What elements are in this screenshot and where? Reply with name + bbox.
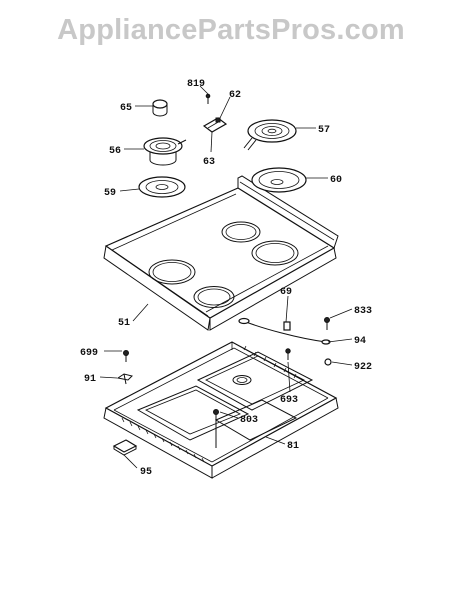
burner-box (103, 341, 339, 479)
hardware-parts (112, 317, 332, 456)
callout-59: 59 (104, 188, 116, 199)
watermark-text: AppliancePartsPros.com (57, 14, 405, 46)
callout-833: 833 (354, 306, 372, 317)
callout-94: 94 (354, 336, 366, 347)
callout-57: 57 (318, 125, 330, 136)
callout-819: 819 (187, 79, 205, 90)
leader-lines (99, 85, 353, 469)
callout-51: 51 (118, 318, 130, 329)
callout-803: 803 (240, 415, 258, 426)
callout-91: 91 (84, 374, 96, 385)
callout-labels: 819 65 62 56 63 57 59 60 69 833 51 94 69… (80, 79, 372, 478)
callout-62: 62 (229, 90, 241, 101)
right-burner-assembly (243, 119, 307, 193)
callout-69: 69 (280, 287, 292, 298)
left-burner-assembly (138, 99, 187, 198)
callout-922: 922 (354, 362, 372, 373)
callout-56: 56 (109, 146, 121, 157)
callout-81: 81 (287, 441, 299, 452)
receptacle-assembly (202, 93, 228, 133)
callout-693: 693 (280, 395, 298, 406)
callout-63: 63 (203, 157, 215, 168)
cooktop-panel (103, 175, 339, 331)
callout-60: 60 (330, 175, 342, 186)
callout-95: 95 (140, 467, 152, 478)
callout-65: 65 (120, 103, 132, 114)
callout-699: 699 (80, 348, 98, 359)
